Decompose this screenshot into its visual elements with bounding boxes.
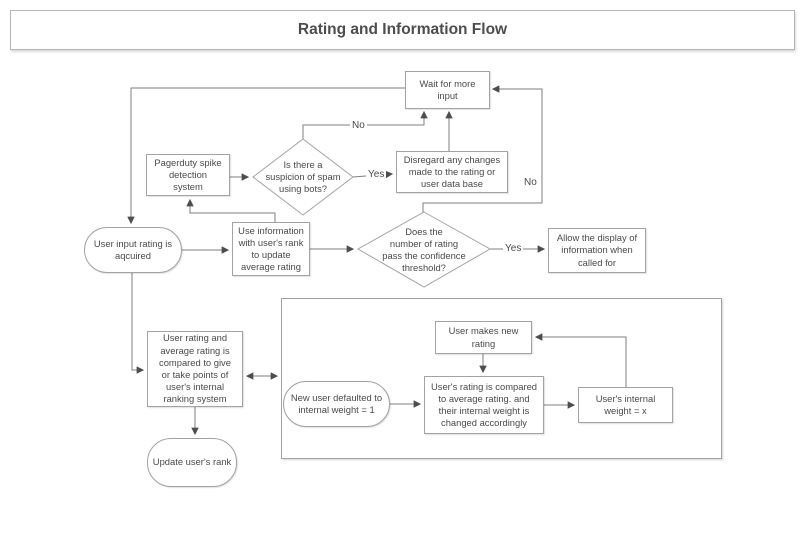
node-compare-internal-ranking: User rating and average rating is compar…: [147, 331, 243, 407]
edge-label-confidence-yes: Yes: [503, 242, 524, 255]
node-update-users-rank: Update user's rank: [147, 438, 237, 487]
edge-label-spam-yes: Yes: [366, 168, 387, 181]
edge-internal-weight-to-makes-rating: [534, 333, 627, 387]
node-new-user-default-weight: New user defaulted to internal weight = …: [283, 381, 390, 427]
weight-subsystem-container: [281, 298, 722, 459]
node-allow-display-information: Allow the display of information when ca…: [548, 228, 646, 273]
node-users-internal-weight: User's internal weight = x: [578, 387, 673, 423]
edge-label-confidence-no: No: [522, 176, 539, 189]
edge-use-info-to-pagerduty: [186, 198, 276, 222]
diagram-title: Rating and Information Flow: [10, 10, 795, 50]
edge-confidence-no-to-wait: [422, 85, 543, 212]
node-user-makes-new-rating: User makes new rating: [435, 321, 532, 354]
edge-input-to-compare-ranking: [131, 273, 145, 374]
node-rating-compared-weight-changed: User's rating is compared to average rat…: [424, 376, 544, 434]
edge-label-spam-no: No: [350, 119, 367, 132]
node-spam-suspicion-decision-shape: [252, 138, 354, 216]
node-wait-for-more-input: Wait for more input: [405, 71, 490, 109]
diagram-title-text: Rating and Information Flow: [297, 21, 508, 38]
node-pagerduty-spike-detection: Pagerduty spike detection system: [146, 154, 230, 196]
node-confidence-threshold-decision-shape: [356, 211, 492, 288]
node-user-input-rating-acquired: User input rating is aqcuired: [84, 227, 182, 273]
node-disregard-changes: Disregard any changes made to the rating…: [396, 151, 508, 193]
node-use-information-update-average: Use information with user's rank to upda…: [232, 222, 310, 276]
edge-wait-to-input-acquired: [127, 87, 405, 225]
